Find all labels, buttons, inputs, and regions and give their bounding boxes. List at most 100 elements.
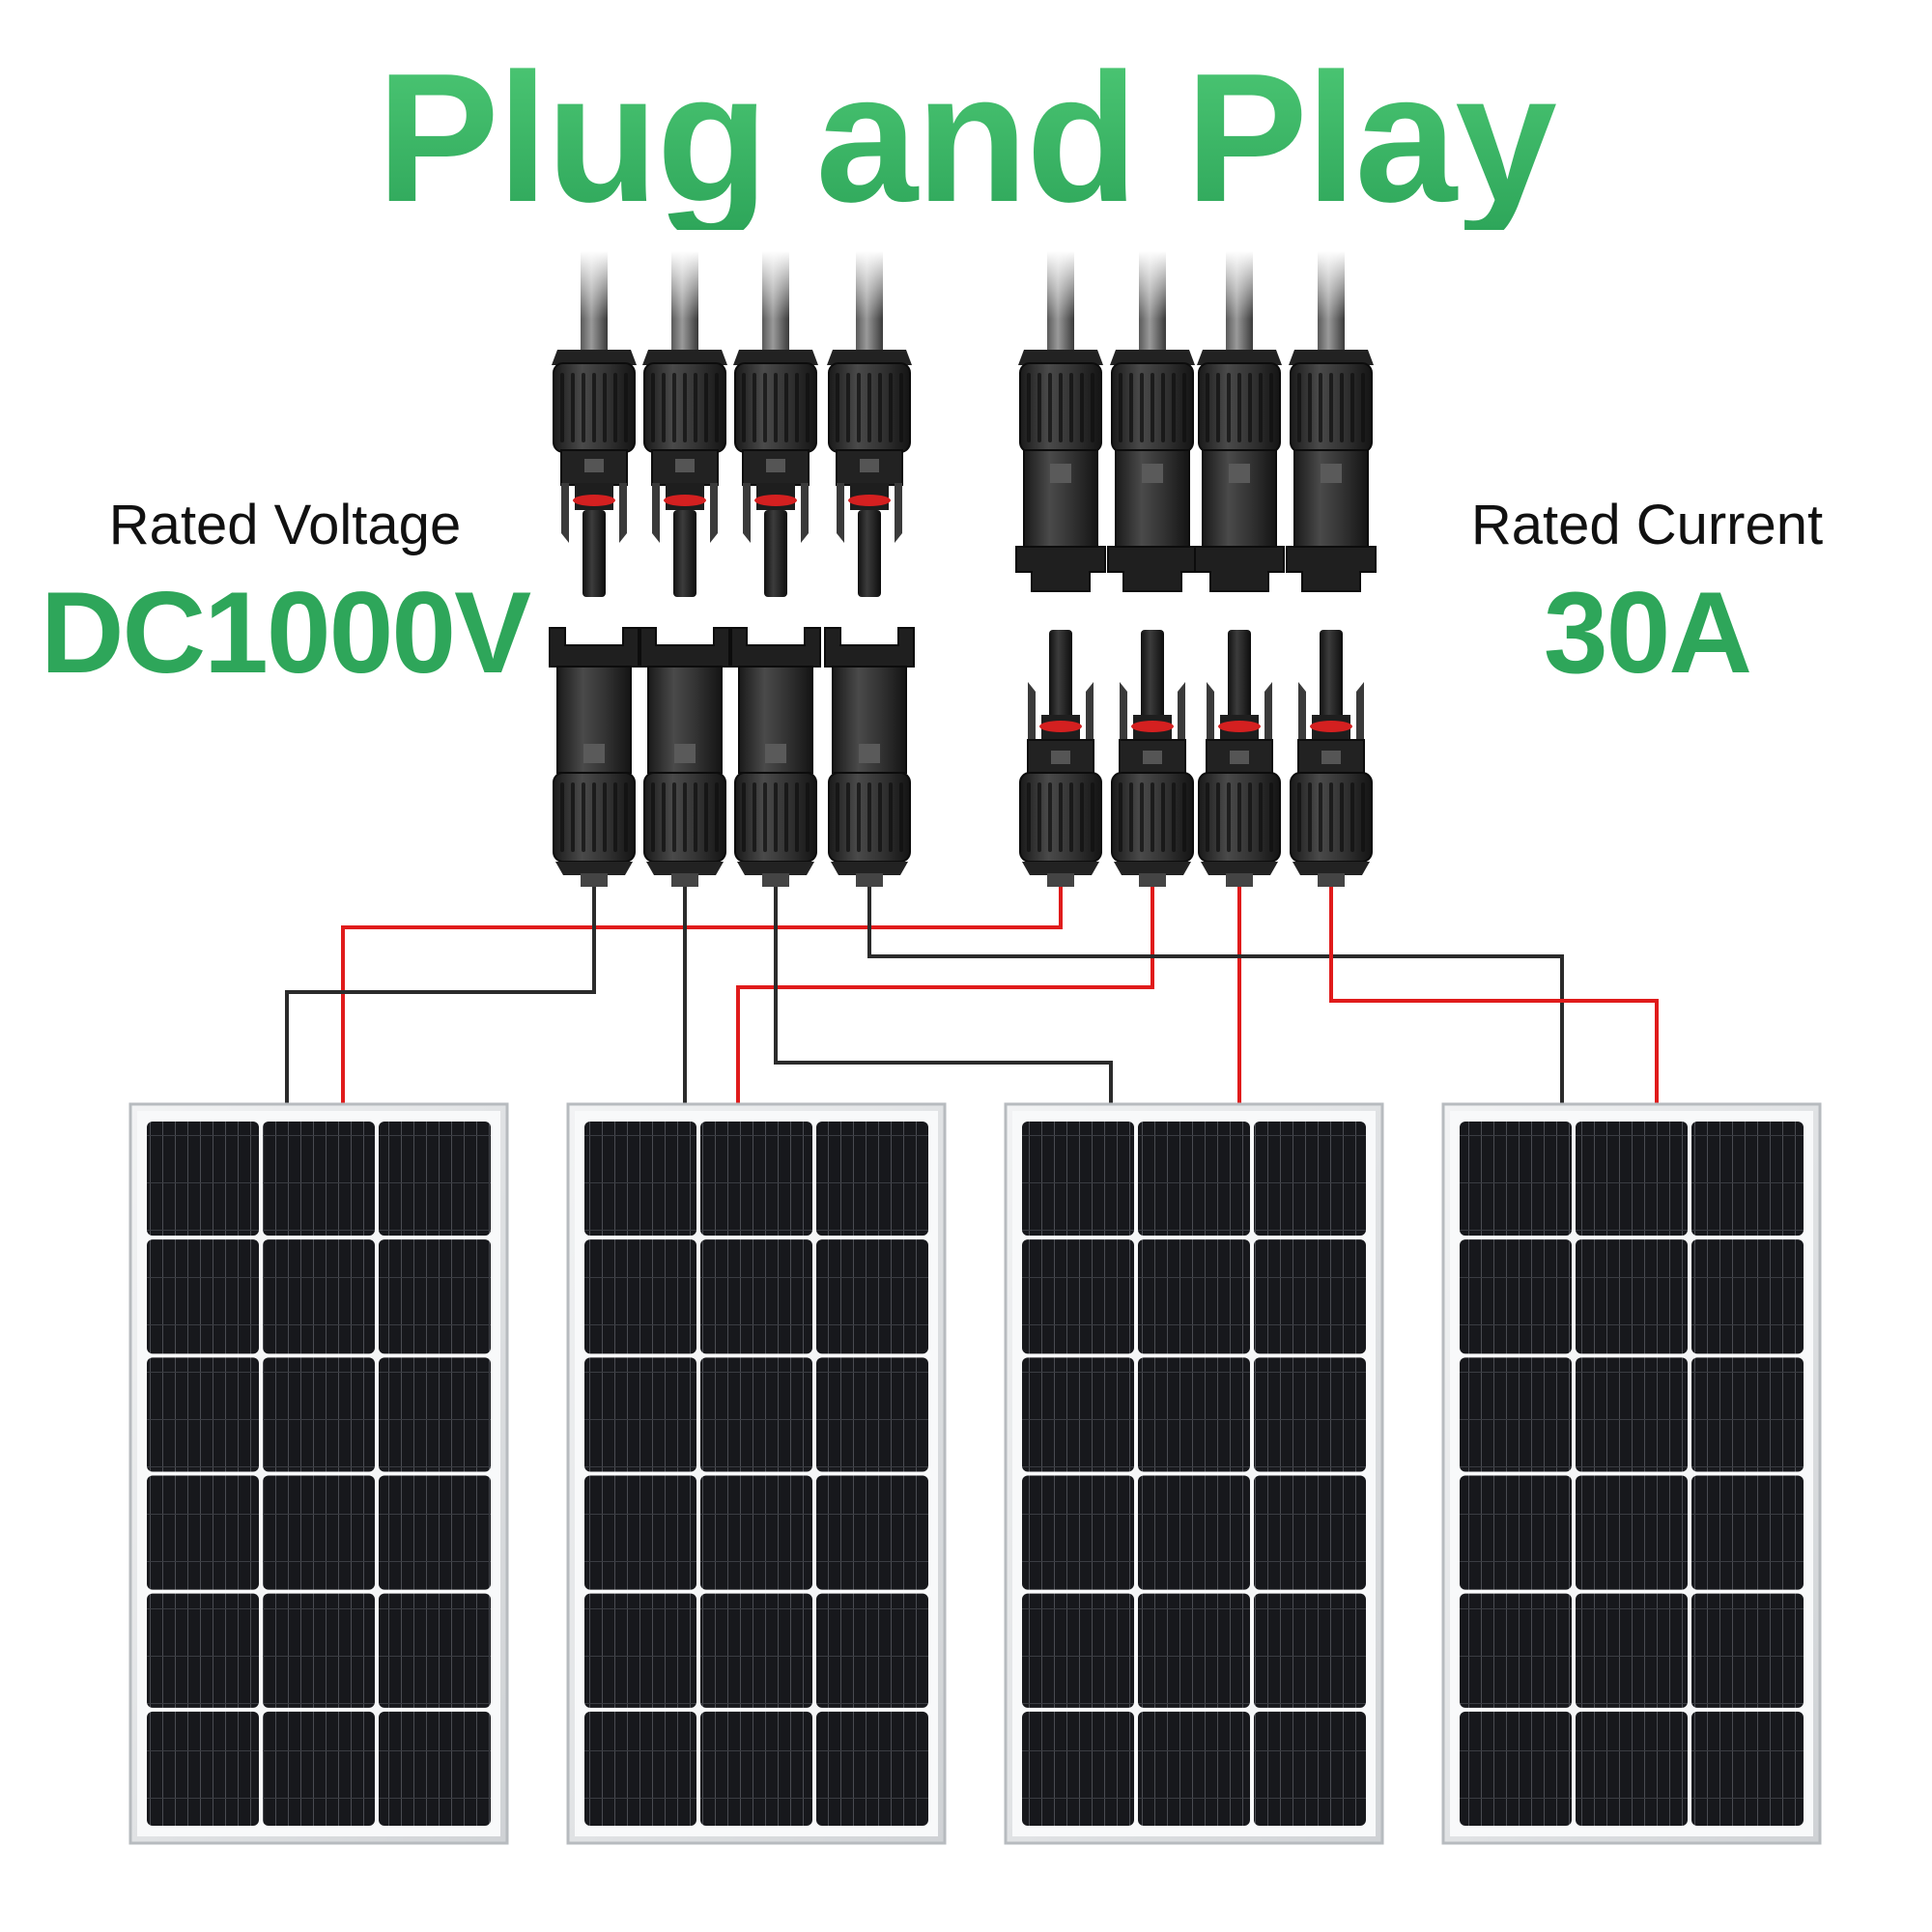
- male-connector-bottom-right-2: [1111, 630, 1194, 887]
- busbar-dot: [256, 1586, 266, 1597]
- nut-rib: [1129, 782, 1133, 852]
- nut-rib: [1308, 782, 1312, 852]
- nut-rib: [1297, 782, 1301, 852]
- nut-rib: [694, 373, 697, 442]
- cell-block: [1138, 1122, 1250, 1236]
- nut-rib: [1080, 373, 1084, 442]
- cell-block: [1254, 1239, 1366, 1354]
- nut-rib: [899, 782, 903, 852]
- cell-block: [1138, 1357, 1250, 1472]
- female-connector-bottom-left-4: [824, 627, 915, 887]
- busbar-dot: [1569, 1350, 1578, 1361]
- busbar-dot: [1569, 1468, 1578, 1479]
- cap: [733, 350, 818, 365]
- cell-block: [584, 1593, 696, 1708]
- nut-rib: [694, 782, 697, 852]
- nut-rib: [878, 373, 882, 442]
- cap: [552, 350, 637, 365]
- cell-block: [263, 1239, 375, 1354]
- cell-block: [1460, 1239, 1572, 1354]
- nut-rib: [846, 373, 850, 442]
- cell-block: [700, 1357, 812, 1472]
- clip: [1178, 682, 1185, 742]
- window: [860, 459, 879, 472]
- nut-rib: [651, 373, 655, 442]
- nut-rib: [774, 373, 778, 442]
- solar-panel-array: [128, 1102, 1822, 1845]
- nut-rib: [784, 782, 788, 852]
- cable-fade: [760, 251, 791, 319]
- nut-rib: [1269, 373, 1273, 442]
- nut-rib: [1151, 782, 1154, 852]
- nut-rib: [624, 782, 628, 852]
- pin: [1049, 630, 1072, 719]
- nut-rib: [1206, 373, 1209, 442]
- black-wire-panel-1: [285, 887, 596, 1104]
- nut-rib: [742, 373, 746, 442]
- solar-panel-4: [1441, 1102, 1822, 1845]
- busbar-dot: [1131, 1586, 1141, 1597]
- cap: [1110, 350, 1195, 365]
- clip: [1086, 682, 1094, 742]
- nut-rib: [571, 373, 575, 442]
- cell-block: [1022, 1239, 1134, 1354]
- window: [766, 459, 785, 472]
- nut-rib: [1259, 782, 1263, 852]
- cell-block: [1576, 1357, 1688, 1472]
- nut-rib: [806, 373, 810, 442]
- nut-rib: [742, 782, 746, 852]
- cable-fade: [579, 251, 610, 319]
- nut-rib: [763, 782, 767, 852]
- nut-rib: [582, 373, 585, 442]
- red-seal: [1039, 721, 1082, 732]
- window: [583, 744, 605, 763]
- cell-block: [263, 1475, 375, 1590]
- window: [1229, 464, 1250, 483]
- cell-block: [584, 1475, 696, 1590]
- busbar-dot: [1685, 1350, 1694, 1361]
- busbar-dot: [1131, 1468, 1141, 1479]
- nut-rib: [836, 373, 839, 442]
- nut-rib: [1037, 782, 1041, 852]
- nut-rib: [613, 782, 617, 852]
- red-seal: [848, 495, 891, 506]
- cable-stub: [856, 873, 883, 887]
- cell-block: [263, 1593, 375, 1708]
- cap: [1022, 862, 1099, 875]
- cell-block: [263, 1357, 375, 1472]
- window: [674, 744, 696, 763]
- nut-rib: [1119, 373, 1122, 442]
- cell-block: [147, 1475, 259, 1590]
- nut-rib: [1027, 373, 1031, 442]
- cell-block: [700, 1475, 812, 1590]
- nut-rib: [582, 782, 585, 852]
- cell-block: [1576, 1122, 1688, 1236]
- cell-block: [816, 1593, 928, 1708]
- cell-block: [379, 1475, 491, 1590]
- nut-rib: [1329, 373, 1333, 442]
- busbar-dot: [256, 1704, 266, 1715]
- nut-rib: [1161, 782, 1165, 852]
- pin: [1141, 630, 1164, 719]
- cell-block: [1460, 1122, 1572, 1236]
- cell-block: [700, 1122, 812, 1236]
- clip: [710, 483, 718, 543]
- cell-block: [1576, 1239, 1688, 1354]
- window: [1050, 464, 1071, 483]
- nut-rib: [571, 782, 575, 852]
- cell-block: [147, 1239, 259, 1354]
- busbar-dot: [1247, 1468, 1257, 1479]
- busbar-dot: [1569, 1586, 1578, 1597]
- cell-block: [816, 1122, 928, 1236]
- nut-rib: [889, 373, 893, 442]
- nut-rib: [1248, 782, 1252, 852]
- male-connector-top-left-1: [552, 251, 637, 597]
- nut-rib: [857, 373, 861, 442]
- busbar-dot: [810, 1468, 819, 1479]
- cell-block: [147, 1711, 259, 1826]
- female-connector-top-right-1: [1015, 251, 1106, 592]
- nut-rib: [715, 782, 719, 852]
- cell-block: [700, 1711, 812, 1826]
- nut-rib: [1259, 373, 1263, 442]
- busbar-dot: [694, 1233, 703, 1243]
